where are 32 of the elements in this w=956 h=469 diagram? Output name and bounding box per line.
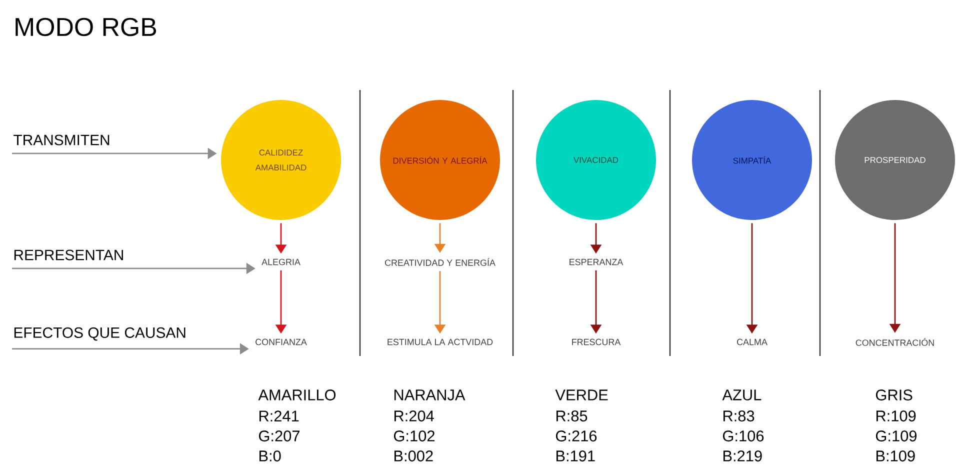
rgb-value: R:85 (556, 410, 588, 422)
color-name: GRIS (876, 390, 912, 400)
row-label: REPRESENTAN (14, 250, 123, 260)
effect-text: CREATIVIDAD Y ENERGÍA (385, 258, 496, 266)
effect-text: FRESCURA (572, 338, 621, 346)
color-name: AMARILLO (258, 390, 336, 400)
rgb-value: G:106 (722, 430, 764, 442)
rgb-value: G:109 (876, 430, 917, 442)
rgb-value: G:216 (556, 430, 597, 442)
rgb-value: B:002 (394, 450, 433, 462)
rgb-value: B:219 (723, 450, 762, 462)
rgb-value: R:109 (876, 410, 916, 422)
title: MODO RGB (16, 18, 156, 36)
rgb-value: B:109 (876, 450, 915, 462)
effect-text: CONCENTRACIÓN (856, 338, 934, 346)
effect-text: ESPERANZA (570, 258, 624, 266)
effect-text: ALEGRIA (262, 258, 300, 266)
rgb-value: B:0 (259, 450, 281, 462)
effect-text: ESTIMULA LA ACTVIDAD (388, 338, 493, 346)
rgb-value: R:241 (259, 410, 299, 422)
rgb-value: R:83 (723, 410, 754, 422)
row-label: EFECTOS QUE CAUSAN (14, 327, 186, 341)
color-name: NARANJA (394, 390, 466, 400)
rgb-value: B:191 (556, 450, 595, 462)
effect-text: CONFIANZA (256, 338, 307, 346)
color-name: AZUL (722, 390, 762, 400)
rgb-value: G:207 (259, 430, 300, 442)
effect-text: CALMA (737, 338, 768, 346)
color-name: VERDE (555, 390, 608, 400)
rgb-value: G:102 (394, 430, 434, 442)
row-label: TRANSMITEN (14, 134, 110, 146)
rgb-value: R:204 (394, 410, 434, 422)
